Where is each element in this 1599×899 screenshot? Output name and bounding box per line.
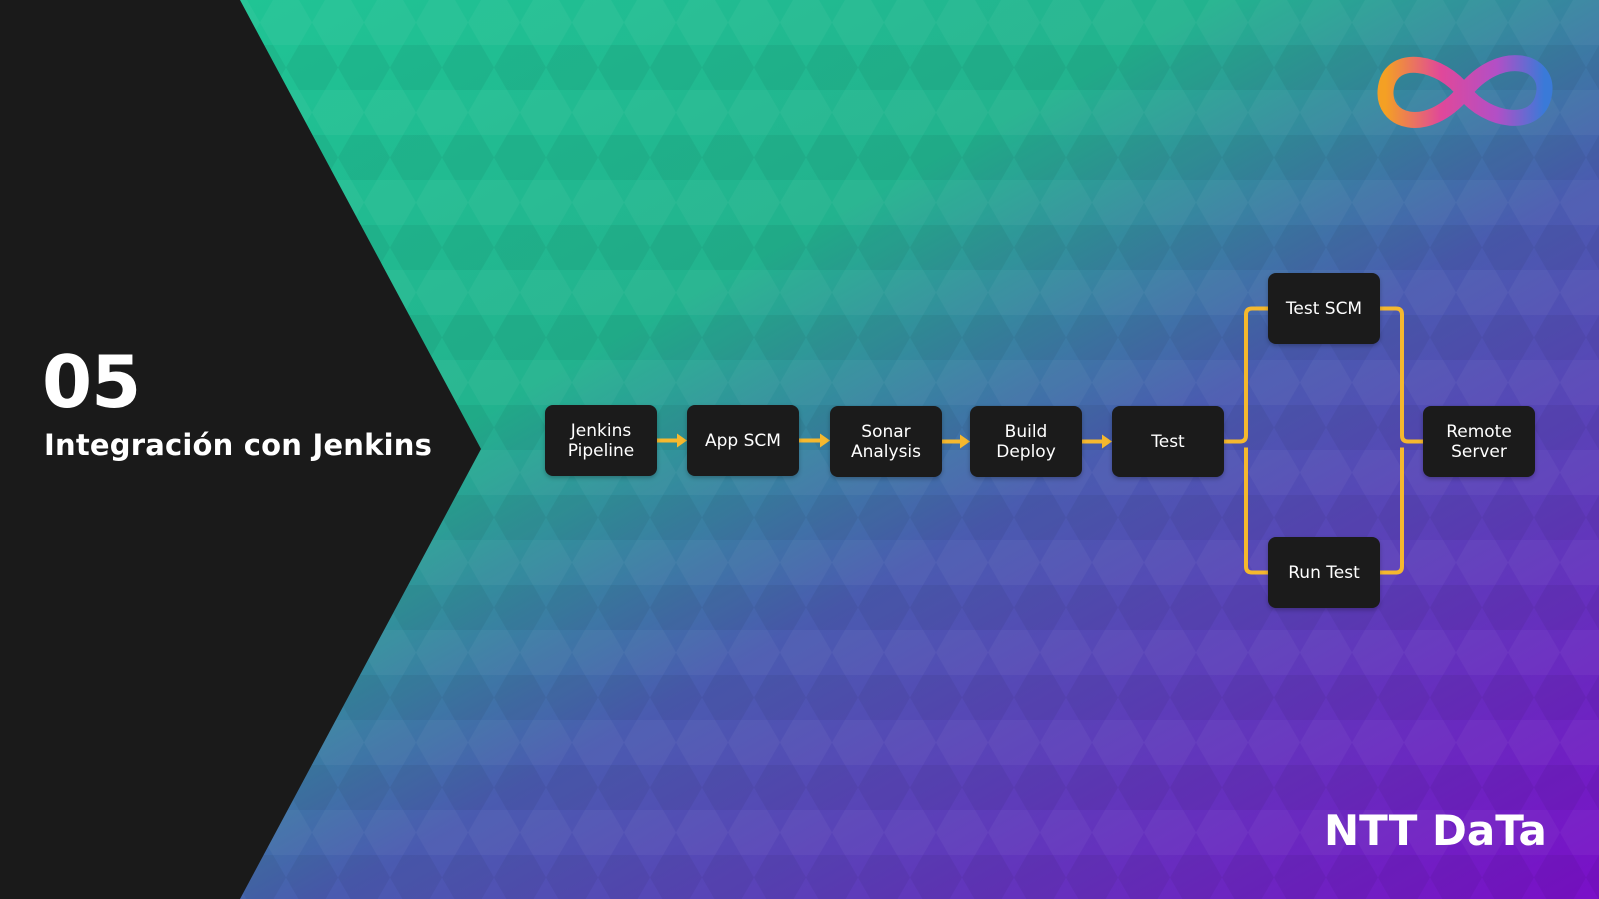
bracket-test-to-test-scm	[1224, 306, 1268, 444]
node-test-scm: Test SCM	[1268, 273, 1380, 344]
node-build-deploy: Build Deploy	[970, 406, 1082, 477]
node-run-test: Run Test	[1268, 537, 1380, 608]
bracket-run-test-to-remote	[1380, 447, 1404, 575]
connector-sonar-analysis-to-build-deploy-head	[960, 434, 970, 449]
section-title: Integración con Jenkins	[44, 428, 433, 462]
node-remote-server: Remote Server	[1423, 406, 1535, 477]
node-app-scm: App SCM	[687, 405, 799, 476]
node-jenkins-pipeline: Jenkins Pipeline	[545, 405, 657, 476]
connector-jenkins-pipeline-to-app-scm-head	[677, 433, 687, 448]
brand-logo: NTT DaTa	[1324, 806, 1547, 855]
node-test: Test	[1112, 406, 1224, 477]
section-number: 05	[42, 340, 141, 424]
bracket-test-scm-to-remote	[1380, 306, 1423, 444]
connector-build-deploy-to-test-head	[1102, 434, 1112, 449]
node-sonar-analysis: Sonar Analysis	[830, 406, 942, 477]
connector-app-scm-to-sonar-analysis-head	[820, 433, 830, 448]
infinity-icon	[1377, 55, 1553, 128]
bracket-test-to-run-test	[1244, 447, 1268, 575]
